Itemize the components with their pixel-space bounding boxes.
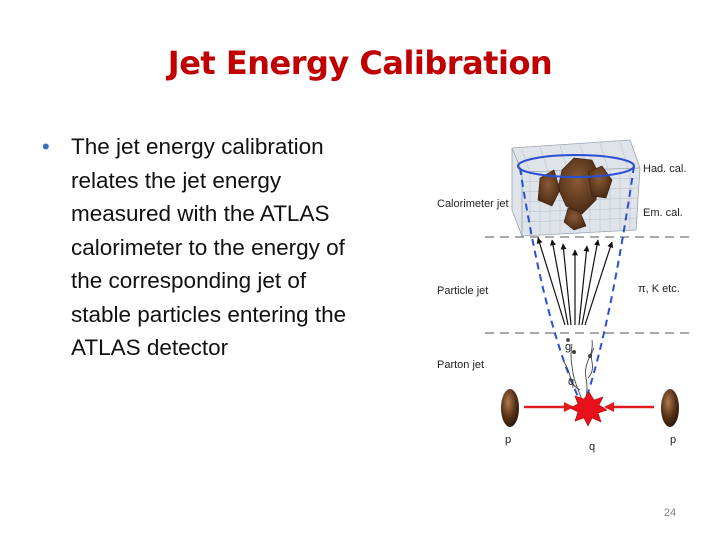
bullet-list: • The jet energy calibration relates the… [42, 130, 372, 365]
label-parton-jet: Parton jet [437, 359, 484, 371]
slide-title: Jet Energy Calibration [167, 44, 553, 82]
proton-right [661, 389, 679, 427]
label-p-right: p [670, 434, 676, 446]
bullet-item: The jet energy calibration relates the j… [71, 134, 347, 360]
label-particle-jet: Particle jet [437, 285, 488, 297]
label-q-lower: q [589, 441, 595, 453]
parton-shower [563, 338, 595, 401]
label-had-cal: Had. cal. [643, 163, 686, 175]
bullet-dot-icon: • [42, 134, 50, 159]
collision-star-icon [569, 391, 608, 427]
proton-left [501, 389, 519, 427]
particle-arrows [536, 237, 614, 326]
label-em-cal: Em. cal. [643, 207, 683, 219]
page-number: 24 [663, 507, 677, 519]
label-p-left: p [505, 434, 511, 446]
label-q-upper: q [568, 376, 574, 388]
energy-deposit [537, 157, 613, 231]
label-pi-k: π, K etc. [638, 283, 680, 295]
label-calorimeter-jet: Calorimeter jet [437, 198, 509, 210]
jet-cone [519, 165, 635, 406]
label-g: g [565, 341, 571, 353]
